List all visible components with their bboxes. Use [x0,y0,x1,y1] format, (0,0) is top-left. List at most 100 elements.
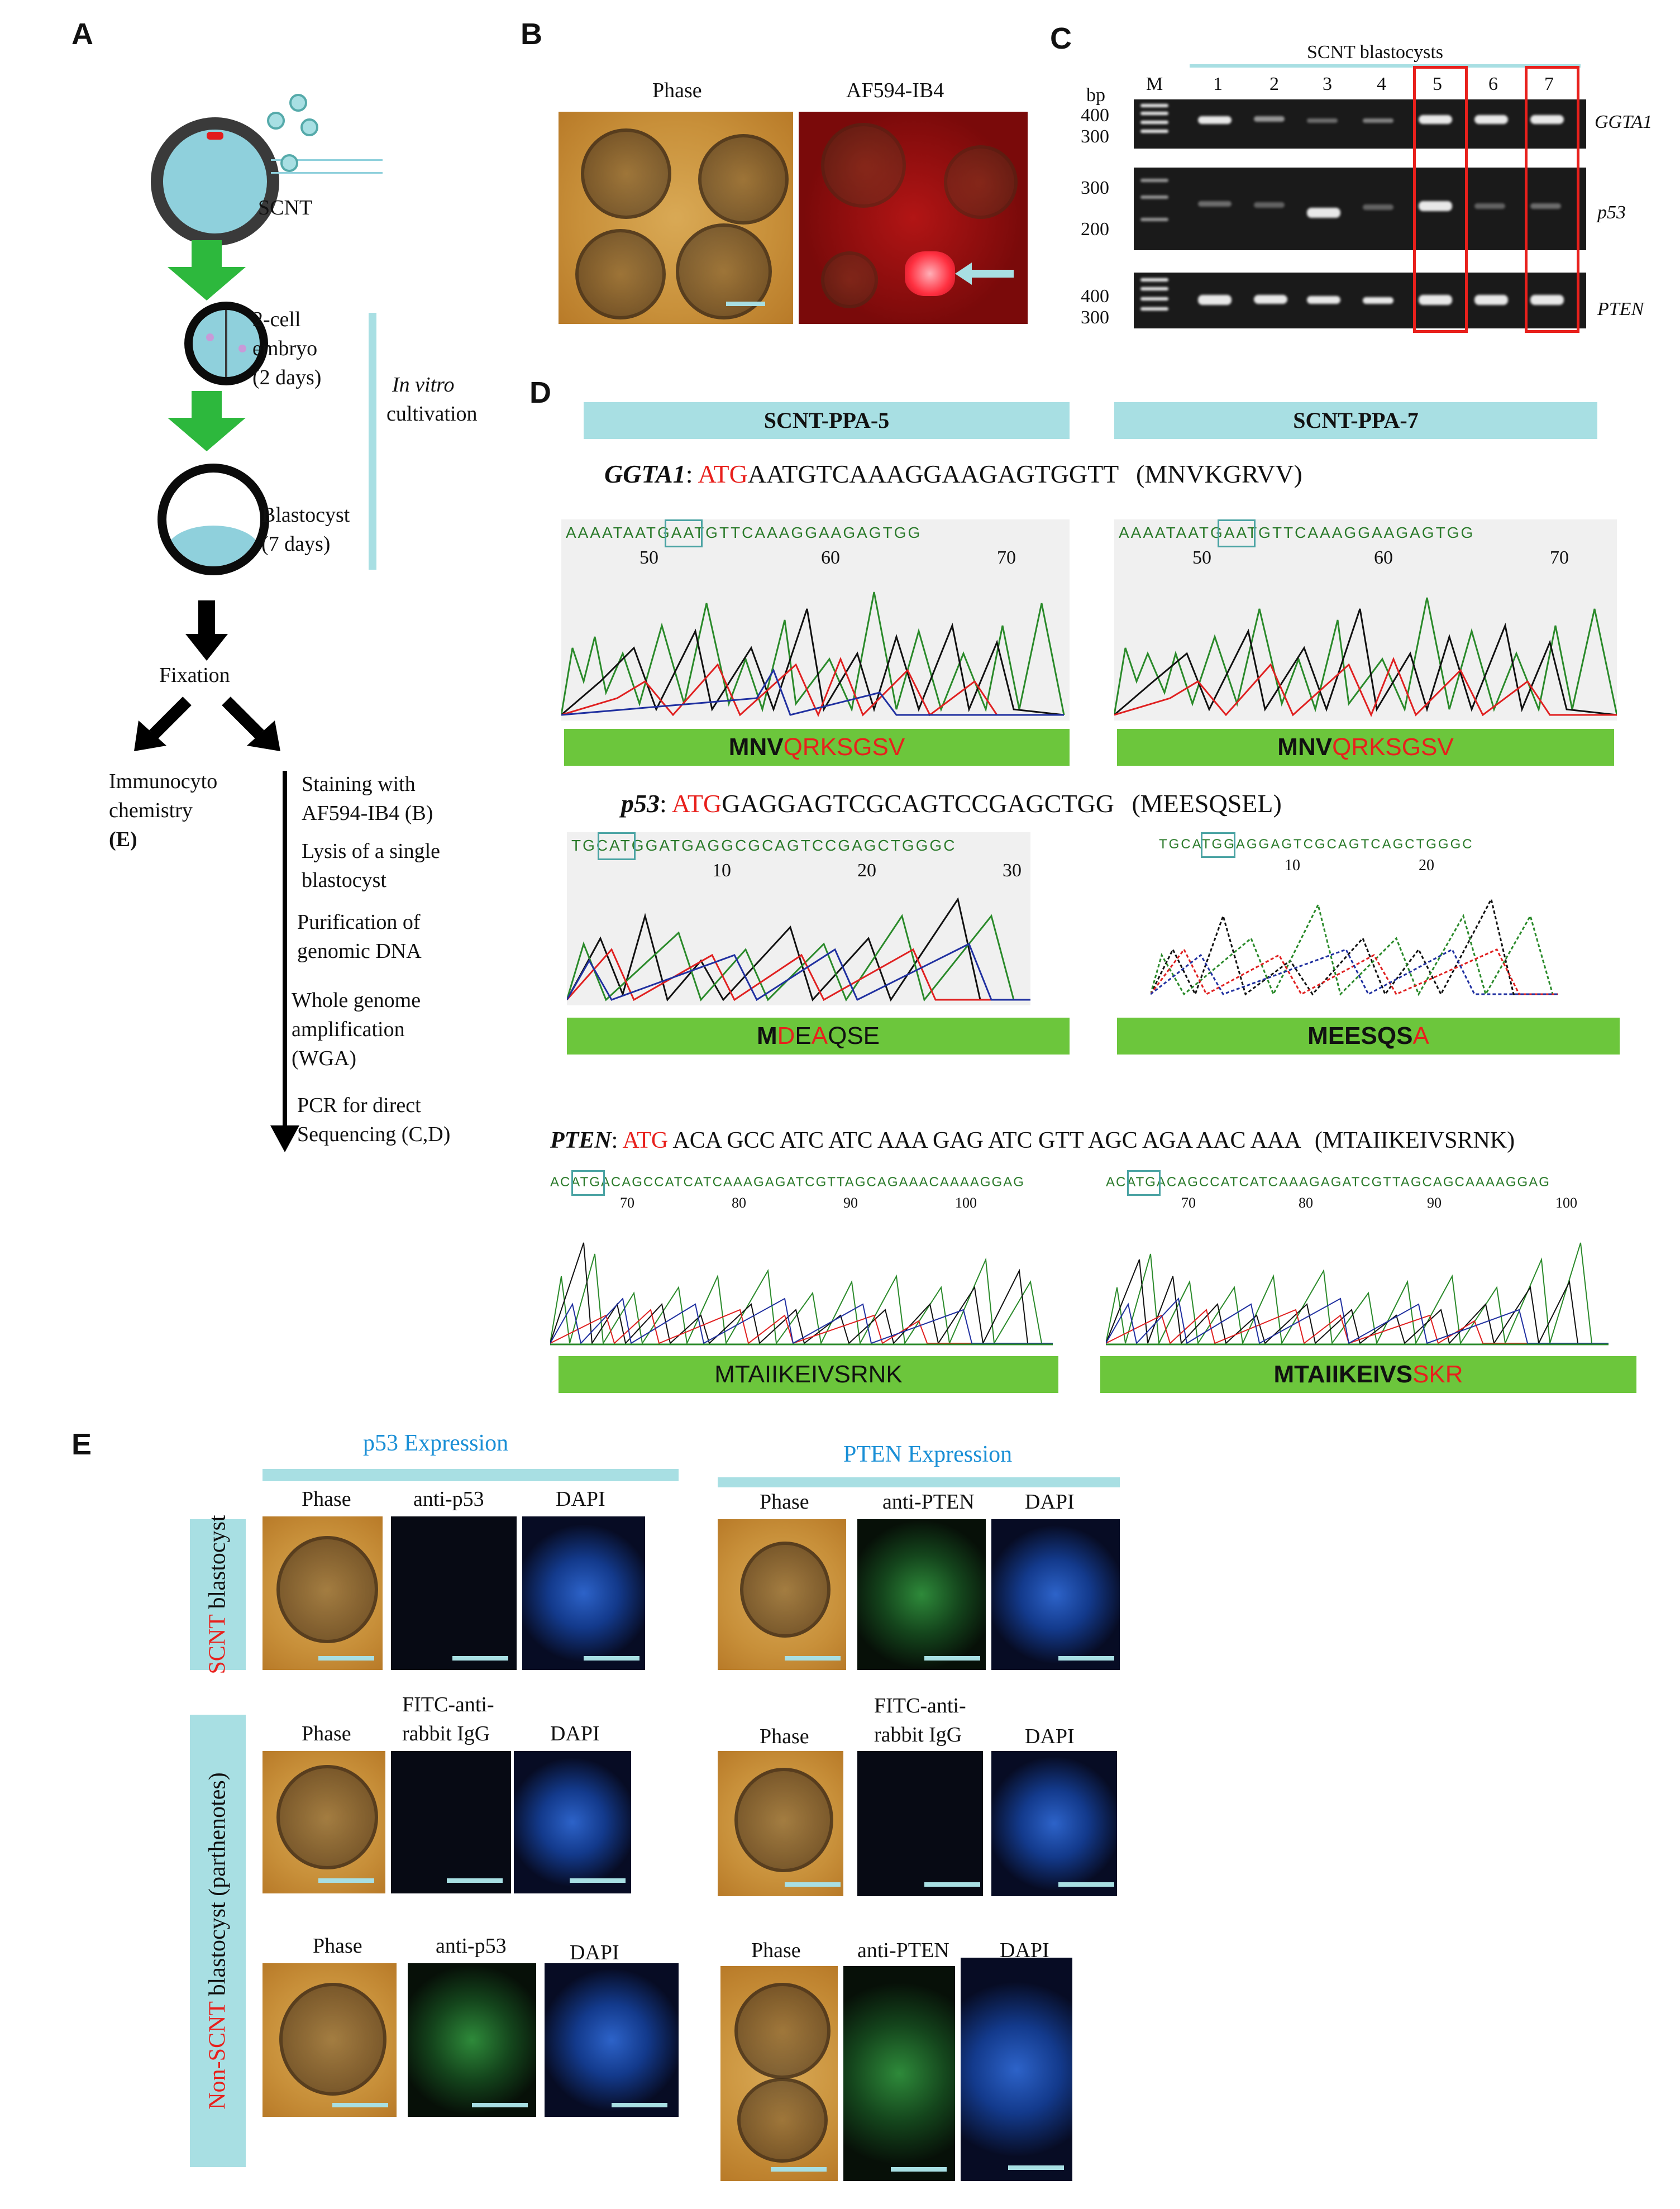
side-label-non-scnt: Non-SCNT [205,2001,231,2110]
side-label-scnt: SCNT [205,1614,231,1674]
step-11: Sequencing (C,D) [297,1123,451,1146]
col-fitc-1: FITC-anti- [874,1694,966,1717]
e-r3-pten-phase-image [720,1966,838,2181]
panel-label-e: E [71,1428,92,1461]
e-r2-pten-fitc-image [857,1751,983,1896]
immuno-label-3: (E) [109,828,137,851]
highlight-lane-7 [1525,66,1579,333]
e-r1-pten-phase-image [718,1519,846,1670]
panel-label-a: A [71,17,93,51]
branch-arrows [134,696,280,751]
highlight-lane-5 [1413,66,1468,333]
immuno-label-1: Immunocyto [109,770,218,793]
step-5: Purification of [297,910,421,934]
chromatogram-pten-7: ACATGACAGCCATCATCAAAGAGATCGTTAGCAGCAAAAG… [1106,1170,1609,1352]
e-r3-anti-pten-image [843,1966,955,2181]
af594-image [799,112,1028,324]
gene-pten: PTEN [1597,299,1644,319]
green-arrow-down [168,391,246,451]
marker-200: 200 [1081,219,1109,240]
col-anti-p53: anti-p53 [436,1934,507,1958]
pten-atg: ATG [622,1128,669,1153]
side-label-parthenotes: blastocyst (parthenotes) [205,1772,231,1996]
e-r1-phase-image [262,1516,383,1670]
trace-peaks [550,1242,1053,1346]
atg-box [571,1170,605,1196]
p53-protein-7: MEESQSA [1117,1018,1620,1055]
ggta1-protein-7: MNVQRKSGSV [1117,729,1614,766]
pten-protein: (MTAIIKEIVSRNK) [1314,1128,1515,1153]
e-r1-anti-p53-image [391,1516,517,1670]
pten-protein-5: MTAIIKEIVSRNK [559,1356,1058,1393]
pten-seq: ACA GCC ATC ATC AAA GAG ATC GTT AGC AGA … [672,1128,1300,1153]
arrow-left-icon [955,263,1014,285]
panel-label-d: D [529,376,551,409]
donor-cell [289,94,307,112]
step-2: AF594-IB4 (B) [302,801,433,825]
two-days-label: (2 days) [252,366,322,389]
lane-label: 6 [1488,74,1498,94]
trace-sequence: AAAATAATGAATGTTCAAAGGAAGAGTGG [1119,524,1475,541]
protein-mutant: D [777,1022,795,1049]
tick: 30 [1003,860,1022,881]
col-anti-pten: anti-PTEN [857,1939,949,1962]
step-4: blastocyst [302,869,386,892]
pten-sequence-line: PTEN: ATG ACA GCC ATC ATC AAA GAG ATC GT… [550,1128,1515,1153]
p53-expression-title: p53 Expression [363,1430,509,1456]
col-fitc-2: rabbit IgG [874,1723,962,1747]
tick: 90 [843,1195,858,1211]
donor-cell [300,118,318,136]
col-fitc-2: rabbit IgG [402,1722,490,1745]
atg-box [1218,519,1256,547]
marker-400: 400 [1081,105,1109,126]
header-ppa-5: SCNT-PPA-5 [584,402,1070,439]
col-dapi: DAPI [1025,1490,1075,1514]
atg-box [598,832,636,860]
protein-intact: MNV [728,733,784,761]
lane-label: 5 [1433,74,1442,94]
p53-gene-name: p53 [621,789,660,818]
blastocyst-illustration [157,464,269,575]
phase-image [559,112,793,324]
non-scnt-side-label: Non-SCNT blastocyst (parthenotes) [190,1715,246,2167]
tick: 70 [1550,547,1569,568]
p53-protein: (MEESQSEL) [1132,789,1282,818]
workflow-arrow-head [270,1125,299,1152]
step-1: Staining with [302,772,416,796]
ggta1-sequence-line: GGTA1: ATGAATGTCAAAGGAAGAGTGGTT (MNVKGRV… [604,460,1302,488]
p53-protein-5: MDEAQSE [567,1018,1070,1055]
col-phase: Phase [313,1934,362,1958]
fixation-label: Fixation [159,664,230,687]
seven-days-label: (7 days) [261,532,331,556]
ggta1-gene-name: GGTA1 [604,460,686,488]
col-anti-pten: anti-PTEN [882,1490,975,1514]
panel-label-c: C [1050,22,1072,55]
tick: 70 [1181,1195,1196,1211]
e-r1-dapi-image [522,1516,645,1670]
phase-header: Phase [652,79,702,102]
e-r2-dapi-image [514,1751,631,1893]
tick: 80 [1299,1195,1313,1211]
step-6: genomic DNA [297,939,422,963]
e-r2-pten-dapi-image [991,1751,1117,1896]
pten-gene-name: PTEN [550,1128,612,1153]
atg-box [1127,1170,1161,1196]
tick: 80 [732,1195,746,1211]
donor-cell [280,154,298,172]
protein-intact: M [756,1022,777,1049]
embryo-label: embryo [252,337,318,360]
e-r1-anti-pten-image [857,1519,986,1670]
chromatogram-p53-7: TGCATGGAGGAGTCGCAGTCAGCTGGGC 10 20 [1117,832,1558,1005]
e-r3-dapi-image [545,1963,679,2117]
e-r2-fitc-image [391,1751,511,1893]
e-r3-phase-image [262,1963,397,2117]
tick: 100 [955,1195,977,1211]
chromatogram-ggta1-5: AAAATAATGAATGTTCAAAGGAAGAGTGG 50 60 70 [561,519,1070,721]
lane-label: 3 [1323,74,1332,94]
gene-p53: p53 [1597,202,1626,223]
e-r3-anti-p53-image [408,1963,536,2117]
in-vitro-label: In vitro [392,373,455,397]
header-ppa-7: SCNT-PPA-7 [1114,402,1597,439]
ggta1-protein-5: MNVQRKSGSV [564,729,1070,766]
chromatogram-pten-5: ACATGACAGCCATCATCAAAGAGATCGTTAGCAGAAACAA… [550,1170,1053,1352]
